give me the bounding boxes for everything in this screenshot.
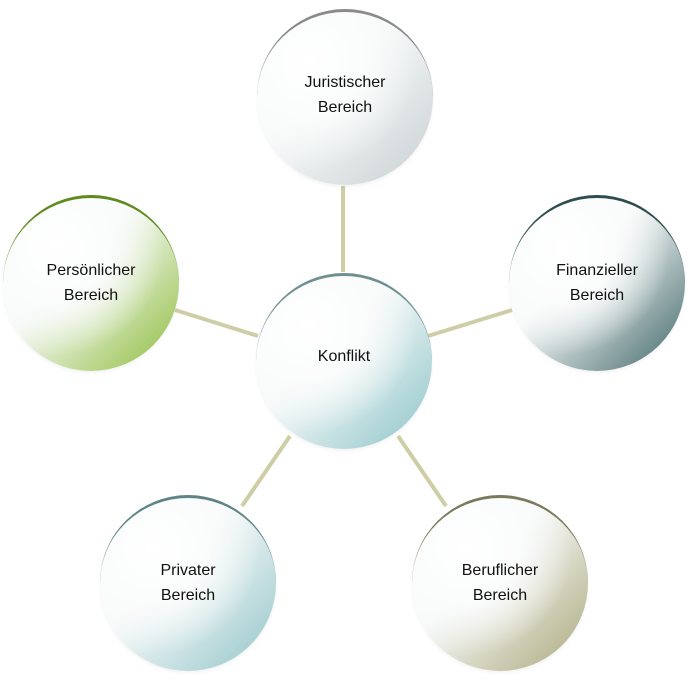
connector-finanziell	[427, 308, 513, 338]
connector-persoenlich	[174, 308, 259, 338]
connector-beruflich	[396, 434, 448, 508]
node-label: Finanzieller Bereich	[556, 262, 638, 304]
node-finanziell[interactable]: Finanzieller Bereich	[509, 195, 685, 371]
center-node-konflikt[interactable]: Konflikt	[256, 273, 432, 449]
node-label: Konflikt	[317, 347, 371, 365]
node-label: Juristischer Bereich	[304, 74, 386, 116]
node-beruflich[interactable]: Beruflicher Bereich	[412, 495, 588, 671]
node-persoenlich[interactable]: Persönlicher Bereich	[3, 195, 179, 371]
node-privat[interactable]: Privater Bereich	[100, 495, 276, 671]
node-label: Persönlicher Bereich	[46, 262, 136, 304]
node-label: Privater Bereich	[160, 562, 216, 604]
connector-privat	[240, 434, 292, 508]
node-label: Beruflicher Bereich	[461, 562, 539, 604]
node-juristisch[interactable]: Juristischer Bereich	[257, 9, 433, 185]
